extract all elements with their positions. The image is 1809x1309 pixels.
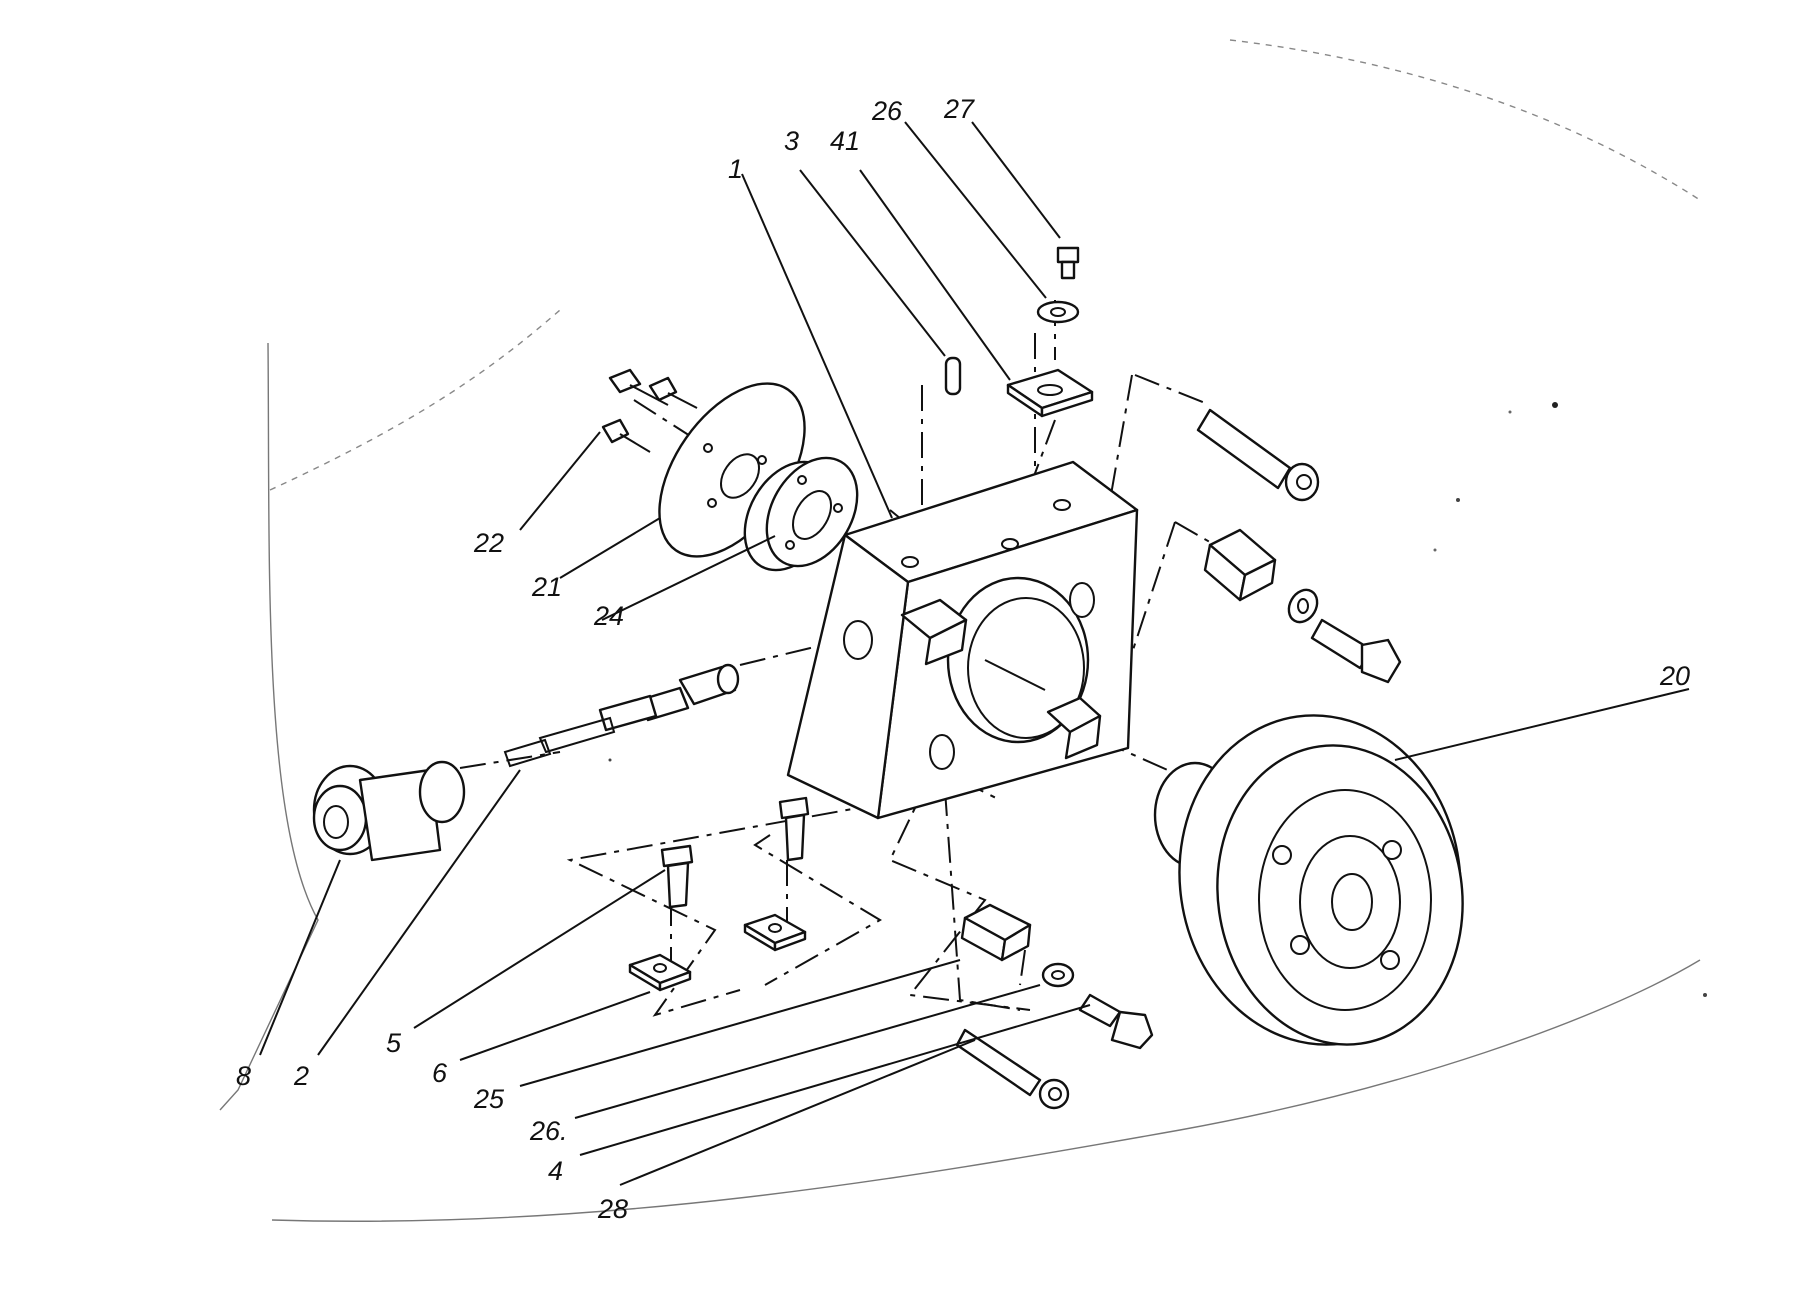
callout-5: 5 (386, 1028, 402, 1058)
callout-26-bottom: 26. (529, 1116, 568, 1146)
callout-21: 21 (531, 572, 562, 602)
callout-24: 24 (593, 601, 624, 631)
callout-20: 20 (1659, 661, 1690, 691)
long-bolt-upper (1196, 408, 1320, 502)
callout-3: 3 (784, 126, 799, 156)
top-fastener-stack (1006, 246, 1094, 418)
housing-top-hole-2 (1001, 538, 1019, 550)
callout-41: 41 (830, 126, 860, 156)
callout-4: 4 (548, 1156, 563, 1186)
scan-specks (608, 402, 1707, 997)
callout-labels: 1 3 41 26 27 22 21 24 20 8 2 5 6 25 26. … (236, 94, 1690, 1224)
callout-8: 8 (236, 1061, 251, 1091)
callout-2: 2 (293, 1061, 309, 1091)
hand-shaft (312, 760, 466, 862)
housing-bore (946, 576, 1090, 744)
lead-screw (503, 663, 740, 768)
callout-22: 22 (473, 528, 504, 558)
lower-clamp-block (955, 903, 1154, 1110)
callout-28: 28 (597, 1194, 628, 1224)
housing-face-hole-1 (1069, 582, 1095, 618)
bushing (743, 456, 859, 572)
callout-25: 25 (473, 1084, 505, 1114)
callout-1: 1 (728, 154, 743, 184)
callout-6: 6 (432, 1058, 448, 1088)
dowel-pin (944, 356, 962, 396)
screws (601, 368, 698, 453)
callout-26-top: 26 (871, 96, 903, 126)
housing-side-hole (843, 620, 873, 660)
housing-top-hole-3 (1053, 499, 1071, 511)
square-nuts (628, 913, 807, 992)
callout-27: 27 (943, 94, 975, 124)
housing-face-hole-2 (929, 734, 955, 770)
clutch-disc (1153, 714, 1464, 1046)
leader-lines (259, 121, 1690, 1186)
paper-edges (219, 39, 1701, 1222)
housing-block (786, 460, 1139, 820)
stud-bolts (660, 796, 810, 909)
side-clamp-block (1203, 528, 1402, 684)
housing-top-hole-1 (901, 556, 919, 568)
